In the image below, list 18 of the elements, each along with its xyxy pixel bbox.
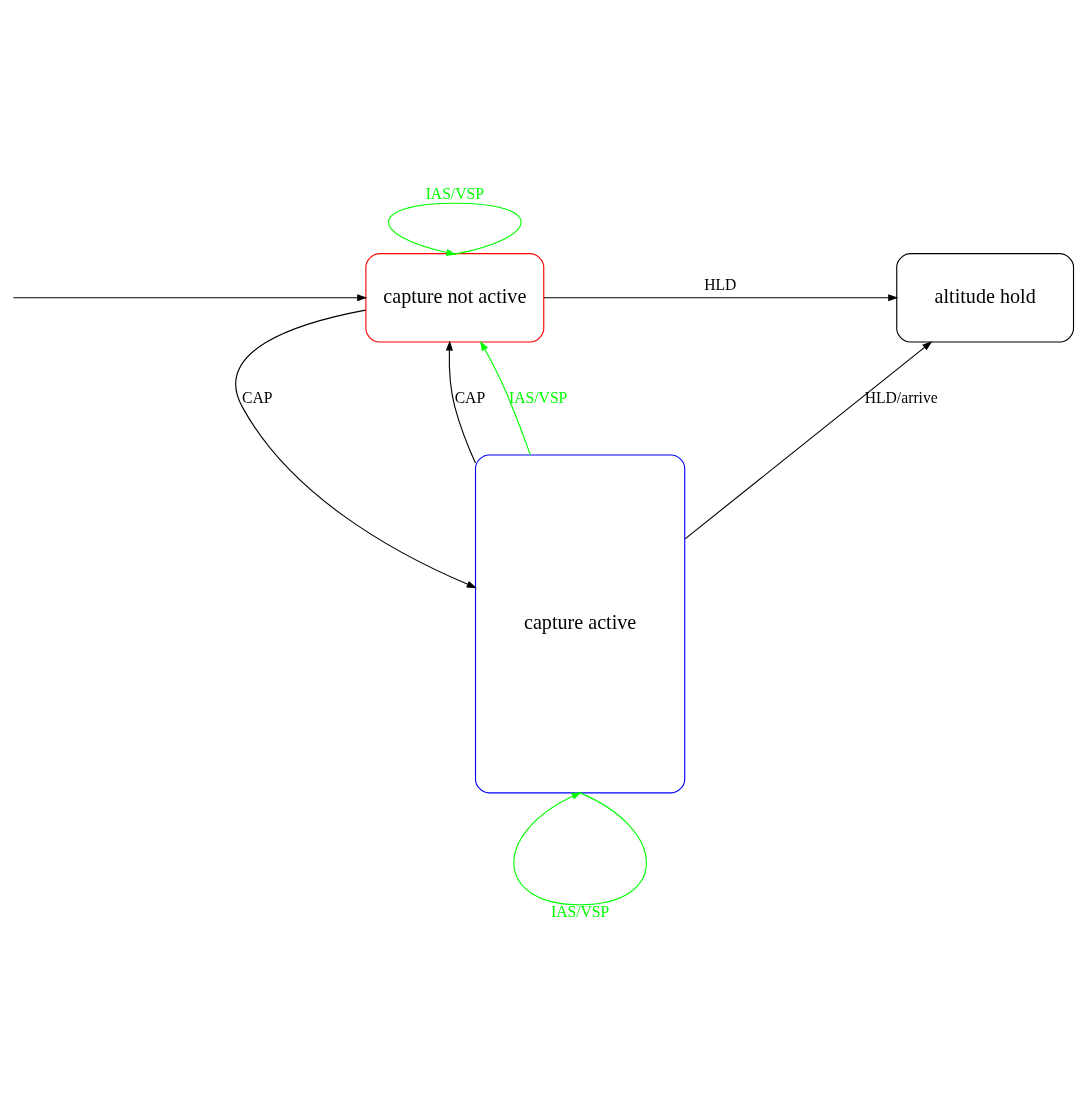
arrow	[513, 791, 647, 905]
edge-label: CAP	[454, 388, 486, 406]
edge-label: IAS/VSP	[550, 902, 610, 920]
arrow	[543, 293, 899, 301]
node-box: altitude hold	[896, 252, 1075, 343]
node-box: capture not active	[365, 252, 545, 343]
edge-label: HLD/arrive	[864, 388, 938, 406]
node-box: capture active	[474, 453, 686, 793]
edge-label: CAP	[242, 388, 273, 406]
edge-label: IAS/VSP	[509, 388, 568, 406]
arrow	[684, 340, 933, 539]
edge-label: HLD	[704, 275, 737, 293]
arrow	[445, 339, 476, 463]
arrow	[480, 340, 531, 455]
arrow	[12, 293, 368, 301]
arrow	[235, 309, 477, 588]
arrow	[388, 202, 522, 256]
edge-label: IAS/VSP	[425, 184, 484, 202]
